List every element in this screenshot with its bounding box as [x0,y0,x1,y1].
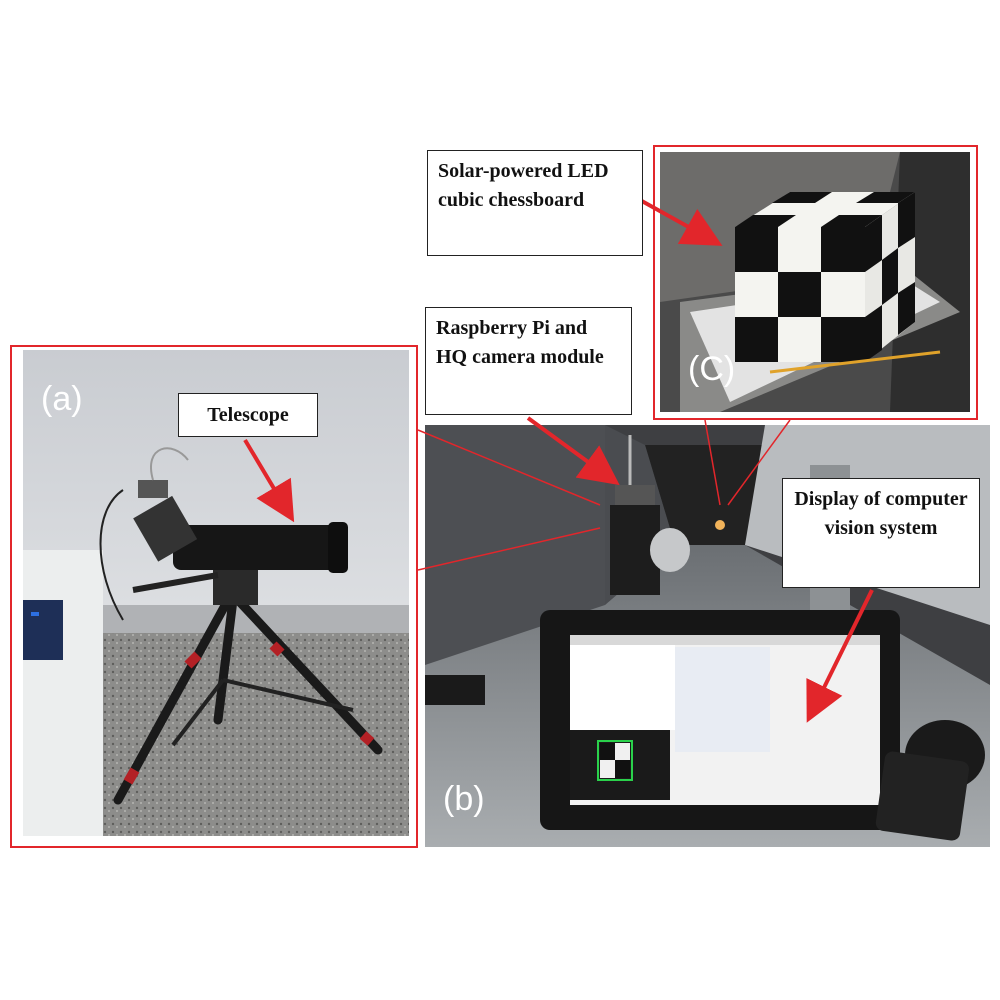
panel-a-label: (a) [41,380,83,418]
callout-chessboard: Solar-powered LED cubic chessboard [427,150,643,256]
panel-c-frame [653,145,978,420]
panel-b-photo: (b) [425,425,990,847]
panel-b-label: (b) [443,780,485,818]
panel-c-photo: (C) [660,152,970,412]
callout-display: Display of computer vision system [782,478,980,588]
cube-front-face [735,227,865,362]
panel-c-label: (C) [688,350,736,388]
corridor-photo [425,425,990,847]
callout-telescope: Telescope [178,393,318,437]
panel-a-frame [10,345,418,848]
chessboard-cube-photo [660,152,970,412]
callout-raspberry-pi: Raspberry Pi and HQ camera module [425,307,632,415]
